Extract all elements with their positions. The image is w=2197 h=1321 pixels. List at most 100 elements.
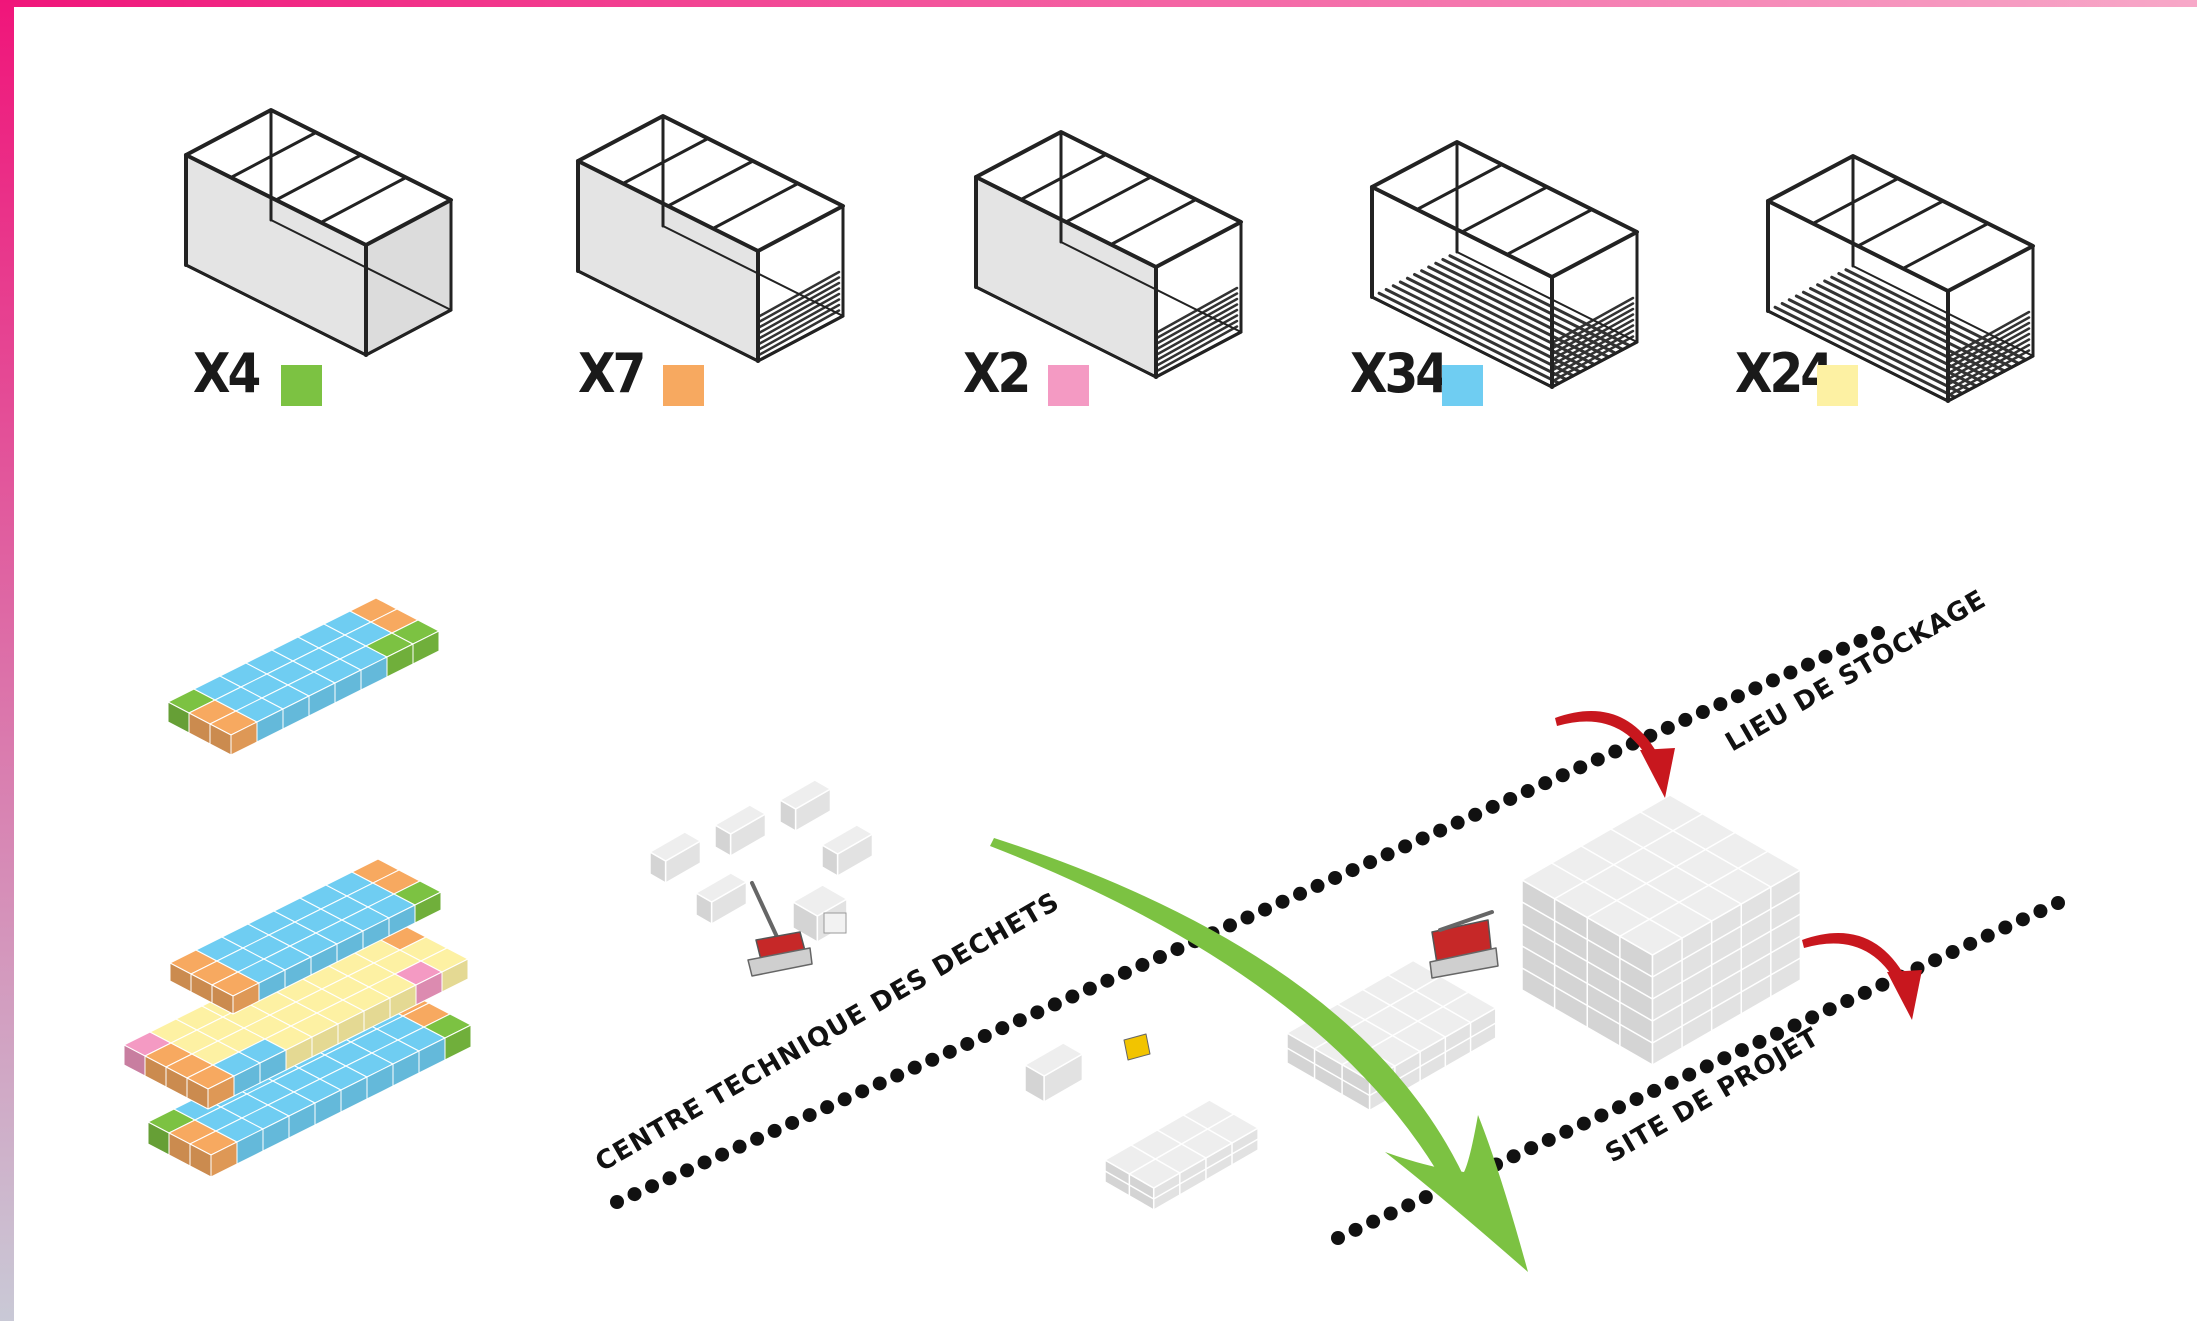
route-dot bbox=[2051, 896, 2065, 910]
roof-beam bbox=[229, 131, 318, 179]
legend-count-label: X2 bbox=[963, 342, 1028, 405]
route-dot bbox=[1770, 1026, 1785, 1041]
roof-beam bbox=[274, 153, 363, 202]
forklift bbox=[1123, 1033, 1151, 1061]
bottom-rail bbox=[270, 219, 452, 311]
route-dot bbox=[1787, 1018, 1802, 1033]
route-dot bbox=[1800, 657, 1815, 672]
route-dot bbox=[1835, 641, 1850, 656]
route-dot bbox=[610, 1195, 624, 1209]
route-dot bbox=[890, 1068, 905, 1083]
route-dot bbox=[1590, 752, 1605, 767]
block-seam bbox=[1521, 901, 1654, 978]
route-dot bbox=[1415, 831, 1430, 846]
floor-slat bbox=[1154, 303, 1239, 351]
floor-slat bbox=[756, 287, 841, 335]
floor-slat bbox=[1448, 254, 1632, 348]
floor-slat bbox=[1420, 269, 1604, 363]
route-dot bbox=[1450, 815, 1465, 830]
red-arrow-head bbox=[1640, 748, 1675, 798]
route-dot bbox=[1100, 973, 1115, 988]
route-dot bbox=[1660, 720, 1675, 735]
floor-slat bbox=[1434, 261, 1618, 355]
block-seam bbox=[1619, 850, 1769, 937]
block-top bbox=[821, 824, 874, 855]
route-dot bbox=[960, 1036, 975, 1051]
route-dot bbox=[1853, 633, 1868, 648]
route-dot bbox=[697, 1155, 712, 1170]
mobile-crane bbox=[1429, 910, 1499, 979]
block-seam bbox=[1586, 831, 1736, 919]
module-plan-level-a bbox=[167, 597, 440, 756]
floor-slat bbox=[1154, 319, 1239, 368]
floor-slat bbox=[1154, 292, 1239, 340]
legend-color-swatch bbox=[663, 365, 704, 406]
module-pile-storage bbox=[1521, 794, 1802, 1066]
legend-item-x7: X7 bbox=[576, 114, 845, 406]
bottom-rail bbox=[1946, 354, 2035, 403]
block-seam bbox=[1152, 1138, 1259, 1200]
block-seam bbox=[1128, 1113, 1235, 1175]
floor-slat bbox=[1946, 327, 2031, 375]
block-seam bbox=[1521, 923, 1654, 1000]
route-dot bbox=[1258, 902, 1273, 917]
route-dot bbox=[1293, 886, 1308, 901]
roof-beam bbox=[319, 176, 408, 224]
route-dot bbox=[1748, 681, 1763, 696]
floor-slat bbox=[1550, 313, 1635, 361]
floor-slat bbox=[756, 276, 841, 324]
route-dot bbox=[1928, 953, 1943, 968]
block-top bbox=[649, 831, 702, 862]
floor-slat bbox=[1946, 321, 2031, 370]
legend-color-swatch bbox=[281, 365, 322, 406]
route-dot bbox=[1275, 894, 1290, 909]
module-unit bbox=[779, 779, 832, 832]
block-top bbox=[714, 804, 767, 835]
legend-count-label: X34 bbox=[1350, 342, 1447, 405]
route-dot bbox=[1998, 920, 2013, 935]
block-seam bbox=[1286, 1047, 1371, 1097]
floor-slat bbox=[1377, 291, 1561, 385]
module-side bbox=[414, 891, 442, 924]
route-dot bbox=[1117, 965, 1132, 980]
legend-count-label: X7 bbox=[578, 342, 643, 405]
crane-boom bbox=[1438, 910, 1494, 932]
route-dot bbox=[680, 1163, 695, 1178]
roof-beam bbox=[1064, 175, 1153, 224]
route-dot bbox=[1678, 712, 1693, 727]
route-dot bbox=[855, 1084, 870, 1099]
bottom-rail bbox=[364, 308, 453, 357]
module-side bbox=[209, 723, 232, 756]
floor-slat bbox=[1154, 297, 1239, 346]
route-dot bbox=[645, 1179, 660, 1194]
route-dot bbox=[1047, 997, 1062, 1012]
truck-cab bbox=[823, 912, 847, 934]
route-dot bbox=[1468, 807, 1483, 822]
route-dot bbox=[750, 1131, 765, 1146]
floor-slat bbox=[1773, 305, 1957, 399]
route-waste-to-storage bbox=[610, 626, 1885, 1209]
floor-slat bbox=[1427, 265, 1611, 359]
block-seam bbox=[1553, 813, 1704, 900]
block-seam bbox=[1361, 988, 1447, 1038]
module-side bbox=[412, 630, 440, 665]
floor-slat bbox=[1550, 307, 1635, 356]
bottom-rail bbox=[1852, 265, 2034, 357]
route-dot bbox=[1699, 1059, 1714, 1074]
floor-slat bbox=[1550, 329, 1635, 378]
floor-slat bbox=[1844, 268, 2028, 362]
roof-beam bbox=[1109, 198, 1198, 246]
bottom-rail bbox=[184, 263, 368, 357]
route-dot bbox=[1840, 994, 1855, 1009]
route-dot bbox=[1664, 1075, 1679, 1090]
floor-slat bbox=[1946, 343, 2031, 392]
floor-slat bbox=[1809, 287, 1992, 380]
floor-slat bbox=[1780, 302, 1964, 395]
route-dot bbox=[1170, 942, 1185, 957]
route-dot bbox=[1152, 950, 1167, 965]
route-dot bbox=[837, 1092, 852, 1107]
route-dot bbox=[1401, 1198, 1416, 1213]
roof-beam bbox=[666, 159, 755, 208]
bottom-rail bbox=[1370, 295, 1554, 389]
